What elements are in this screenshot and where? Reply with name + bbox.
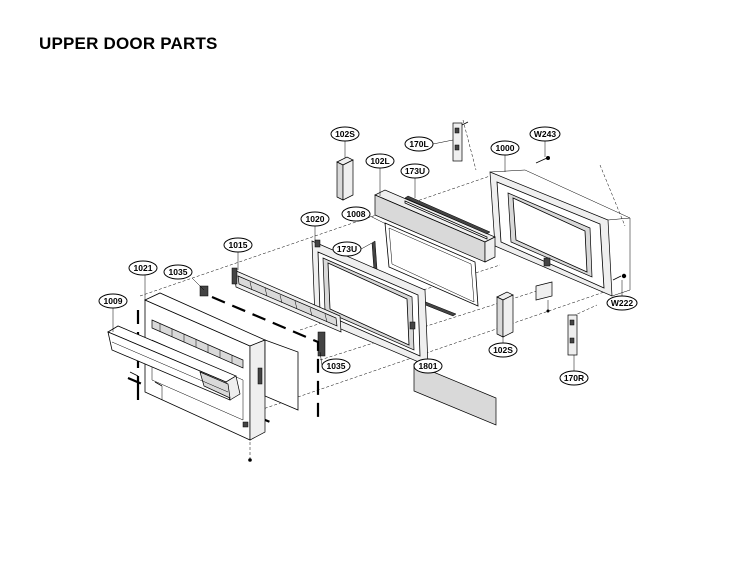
svg-text:102L: 102L: [370, 156, 389, 166]
svg-text:170R: 170R: [564, 373, 584, 383]
part-102S-top-block: [336, 156, 354, 201]
part-1020-inner-frame: [311, 239, 429, 367]
label-1020: 1020: [300, 211, 330, 227]
part-bracket: [535, 281, 553, 313]
part-173U-top-strip: [404, 195, 491, 240]
svg-text:1009: 1009: [104, 296, 123, 306]
label-173U-top: 173U: [400, 163, 430, 179]
part-screws-bottom: [129, 371, 252, 462]
label-W243: W243: [529, 126, 561, 142]
svg-text:1021: 1021: [134, 263, 153, 273]
svg-text:W243: W243: [534, 129, 556, 139]
svg-text:102S: 102S: [493, 345, 513, 355]
label-102L: 102L: [365, 153, 395, 169]
label-1015: 1015: [223, 237, 253, 253]
part-1000-door-frame: [489, 169, 631, 297]
svg-text:1015: 1015: [229, 240, 248, 250]
svg-text:102S: 102S: [335, 129, 355, 139]
svg-text:W222: W222: [611, 298, 633, 308]
label-1000: 1000: [490, 140, 520, 156]
part-W222-screw: [612, 273, 627, 281]
svg-text:1000: 1000: [496, 143, 515, 153]
label-1021: 1021: [128, 260, 158, 276]
label-173U-middle: 173U: [332, 241, 362, 257]
label-1008: 1008: [341, 206, 371, 222]
label-1035-bottom: 1035: [321, 358, 351, 374]
part-W243-screw: [535, 156, 550, 164]
label-leader-lines: [112, 139, 623, 373]
label-1801: 1801: [413, 358, 443, 374]
svg-text:170L: 170L: [409, 139, 428, 149]
label-1035-top: 1035: [163, 264, 193, 280]
part-1801-label-sheet: [413, 363, 497, 426]
part-1008-glass: [384, 222, 479, 307]
part-1015-vent-frame: [199, 267, 342, 357]
label-1009: 1009: [98, 293, 128, 309]
part-170R-hinge: [567, 314, 578, 356]
part-102S-bottom-block: [496, 291, 514, 338]
part-170L-hinge: [452, 121, 469, 162]
svg-text:1035: 1035: [169, 267, 188, 277]
svg-text:1008: 1008: [347, 209, 366, 219]
svg-text:1801: 1801: [419, 361, 438, 371]
svg-text:173U: 173U: [405, 166, 425, 176]
label-W222: W222: [606, 295, 638, 311]
label-170R: 170R: [559, 370, 589, 386]
svg-text:1035: 1035: [327, 361, 346, 371]
part-1009-handle: [107, 325, 241, 401]
label-102S-bottom: 102S: [488, 342, 518, 358]
label-102S-top: 102S: [330, 126, 360, 142]
svg-text:1020: 1020: [306, 214, 325, 224]
svg-text:173U: 173U: [337, 244, 357, 254]
page-title: UPPER DOOR PARTS: [39, 34, 218, 53]
label-170L: 170L: [404, 136, 434, 152]
